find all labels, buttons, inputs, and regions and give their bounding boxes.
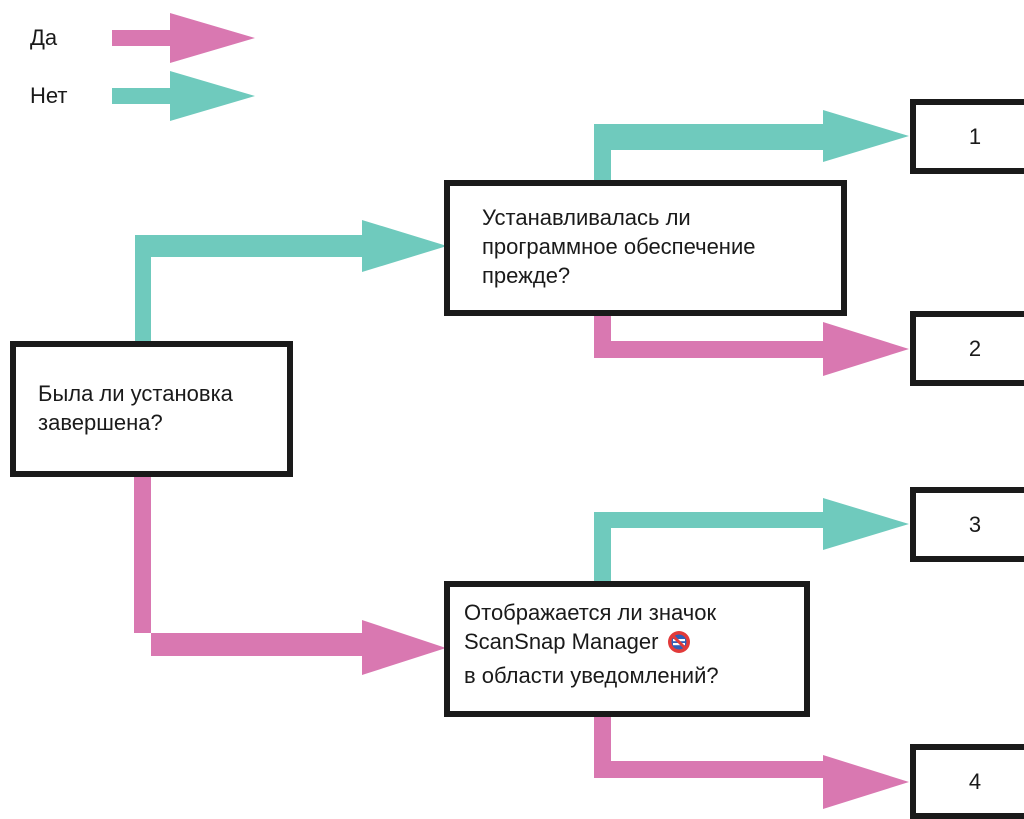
question-line: Устанавливалась ли: [482, 205, 691, 230]
arrow-q1-no-to-q2: [135, 220, 447, 345]
question-line: Отображается ли значок: [464, 600, 717, 625]
legend-no-arrow: [112, 71, 255, 121]
question-line: Была ли установка: [38, 381, 233, 406]
legend-yes-arrow: [112, 13, 255, 63]
arrow-q2-yes-to-2: [594, 313, 909, 376]
question-line: прежде?: [482, 263, 571, 288]
question-line: ScanSnap Manager: [464, 629, 659, 654]
outcome-box-4: 4: [910, 744, 1024, 819]
outcome-box-2: 2: [910, 311, 1024, 386]
question-software-installed-before: Устанавливалась ли программное обеспечен…: [444, 180, 847, 316]
arrow-q1-yes-to-q3: [134, 475, 446, 675]
outcome-box-1: 1: [910, 99, 1024, 174]
legend-yes-label: Да: [30, 25, 58, 50]
scansnap-manager-disabled-icon: [667, 630, 691, 661]
question-line: программное обеспечение: [482, 234, 756, 259]
legend-no-label: Нет: [30, 83, 68, 108]
arrow-q3-yes-to-4: [594, 713, 909, 809]
question-line: завершена?: [38, 410, 163, 435]
question-installation-completed: Была ли установка завершена?: [10, 341, 293, 477]
arrow-q2-no-to-1: [594, 110, 909, 180]
outcome-box-3: 3: [910, 487, 1024, 562]
arrow-q3-no-to-3: [594, 498, 909, 582]
question-icon-shown: Отображается ли значок ScanSnap Manager …: [444, 581, 810, 717]
question-line: в области уведомлений?: [464, 663, 719, 688]
